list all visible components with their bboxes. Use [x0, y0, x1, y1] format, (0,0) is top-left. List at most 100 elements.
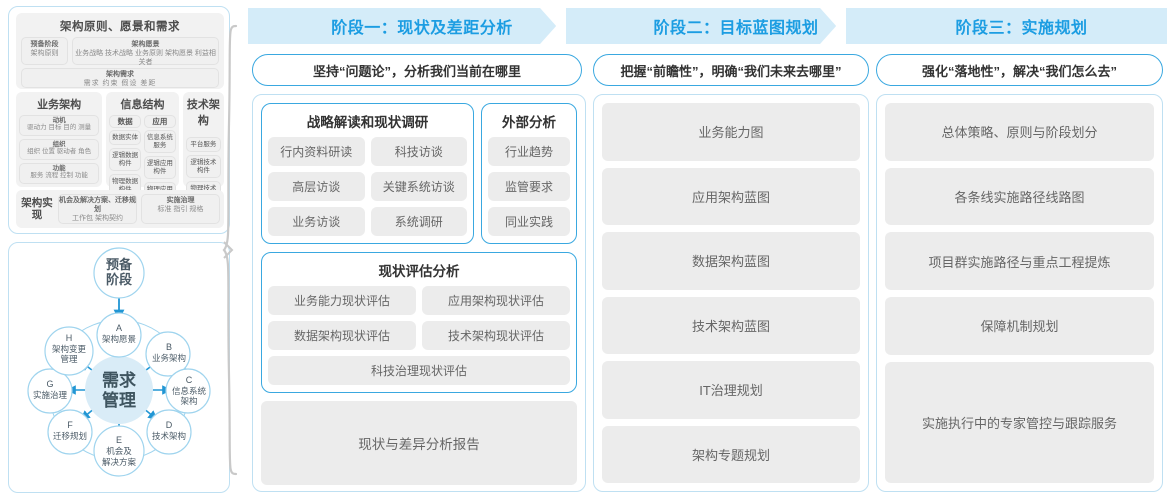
prep-phase-title: 预备阶段 [30, 41, 59, 48]
external-analysis-card: 外部分析 行业趋势 监管要求 同业实践 [481, 103, 577, 244]
pill-tech-interview[interactable]: 科技访谈 [370, 137, 467, 166]
pill-data-architecture-blueprint[interactable]: 数据架构蓝图 [602, 232, 860, 290]
architecture-principles-group: 架构原则、愿景和需求 预备阶段 架构原则 架构愿景 业务战略 技术战略 业务原则… [16, 13, 224, 89]
group-title: 架构原则、愿景和需求 [60, 21, 180, 33]
architecture-vision-title: 架构愿景 [131, 41, 160, 48]
togaf-content-framework-panel: 架构原则、愿景和需求 预备阶段 架构原则 架构愿景 业务战略 技术战略 业务原则… [8, 6, 230, 234]
architecture-requirement-sub: 需求 约束 假设 差距 [83, 79, 157, 87]
pill-regulatory-requirement[interactable]: 监管要求 [488, 172, 570, 201]
adm-node-C-key: C [186, 375, 193, 385]
pill-application-architecture-blueprint[interactable]: 应用架构蓝图 [602, 167, 860, 225]
implementation-governance-box: 实施治理 标准 指引 规格 [141, 194, 220, 224]
adm-node-A-label: 架构愿景 [102, 334, 136, 344]
adm-node-G-key: G [46, 379, 53, 389]
adm-node-F-label: 迁移规划 [53, 431, 87, 441]
technology-architecture-pillar: 技术架构 平台服务 逻辑技术构件 物理技术构件 [182, 92, 224, 204]
stage-3-column: 总体策略、原则与阶段划分 各条线实施路径线路图 项目群实施路径与重点工程提炼 保… [876, 94, 1163, 492]
pill-technology-architecture-blueprint[interactable]: 技术架构蓝图 [602, 296, 860, 354]
box-sub: 工作包 架构契约 [72, 214, 123, 222]
adm-node-A-key: A [116, 323, 122, 333]
box-title: 实施治理 [166, 197, 195, 204]
pill-business-capability-assessment[interactable]: 业务能力现状评估 [268, 286, 416, 315]
pill-line-implementation-roadmap[interactable]: 各条线实施路径线路图 [885, 167, 1154, 226]
adm-node-F-key: F [67, 420, 73, 430]
left-column: 架构原则、愿景和需求 预备阶段 架构原则 架构愿景 业务战略 技术战略 业务原则… [8, 6, 230, 493]
architecture-pillars-row: 业务架构 动机 驱动力 目标 目的 测量 组织 组织 位置 驱动者 角色 功能 … [16, 92, 224, 205]
adm-node-E-label-2: 解决方案 [102, 457, 137, 467]
adm-node-E-label-1: 机会及 [106, 446, 132, 456]
logical-technology-component-cell: 逻辑技术构件 [185, 155, 221, 178]
stage-1-subtitle-label: 坚持“问题论”，分析我们当前在哪里 [312, 63, 521, 79]
adm-prep-label-line2: 阶段 [106, 272, 132, 287]
pill-assurance-mechanism-plan[interactable]: 保障机制规划 [885, 297, 1154, 355]
stage-1-banner-label: 阶段一：现状及差距分析 [331, 20, 513, 37]
pill-technology-architecture-assessment[interactable]: 技术架构现状评估 [422, 321, 570, 350]
adm-svg: 预备 阶段 需求 管理 A 架构愿景 B 业务架构 C 信息系统 架构 D 技术… [27, 247, 211, 477]
pill-exec-interview[interactable]: 高层访谈 [268, 172, 365, 201]
architecture-vision-box: 架构愿景 业务战略 技术战略 业务原则 架构愿景 利益相关者 [72, 37, 219, 67]
stage-3-banner[interactable]: 阶段三：实施规划 [876, 8, 1167, 44]
adm-node-H-label-2: 管理 [60, 354, 78, 364]
stage-1-column: 战略解读和现状调研 行内资料研读 科技访谈 高层访谈 关键系统访谈 业务访谈 系… [252, 94, 586, 492]
organization-cell: 组织 组织 位置 驱动者 角色 [19, 139, 100, 160]
pill-architecture-topic-plan[interactable]: 架构专题规划 [602, 425, 860, 483]
architecture-requirement-box: 架构需求 需求 约束 假设 差距 [21, 68, 219, 88]
pill-peer-practice[interactable]: 同业实践 [488, 207, 570, 236]
connector-brace [222, 24, 246, 476]
box-sub: 标准 指引 规格 [157, 205, 204, 213]
stage-2-subtitle[interactable]: 把握“前瞻性”，明确“我们未来去哪里” [593, 54, 869, 86]
adm-node-G-label: 实施治理 [33, 390, 68, 400]
adm-center-line2: 管理 [102, 390, 136, 410]
pill-expert-control-tracking-service[interactable]: 实施执行中的专家管控与跟踪服务 [885, 361, 1154, 483]
motivation-cell: 动机 驱动力 目标 目的 测量 [19, 115, 100, 136]
adm-node-D-label: 技术架构 [152, 431, 186, 441]
cell-title: 功能 [52, 165, 66, 172]
stage-banner-row: 阶段一：现状及差距分析 阶段二：目标蓝图规划 阶段三：实施规划 [248, 8, 1167, 44]
adm-node-B-key: B [166, 342, 172, 352]
stage-subtitle-row: 坚持“问题论”，分析我们当前在哪里 把握“前瞻性”，明确“我们未来去哪里” 强化… [248, 54, 1167, 86]
pill-program-path-key-projects[interactable]: 项目群实施路径与重点工程提炼 [885, 232, 1154, 291]
opportunity-migration-box: 机会及解决方案、迁移规划 工作包 架构契约 [58, 194, 137, 224]
strategy-research-title: 战略解读和现状调研 [306, 115, 429, 130]
pill-overall-strategy-principles-phases[interactable]: 总体策略、原则与阶段划分 [885, 103, 1154, 161]
pill-it-governance-plan[interactable]: IT治理规划 [602, 361, 860, 419]
adm-node-B-label: 业务架构 [152, 353, 186, 363]
stages-area: 阶段一：现状及差距分析 阶段二：目标蓝图规划 阶段三：实施规划 坚持“问题论”，… [248, 0, 1167, 499]
assessment-row-2: 数据架构现状评估 技术架构现状评估 [268, 321, 570, 350]
adm-node-C-label-2: 架构 [180, 396, 197, 406]
business-architecture-pillar: 业务架构 动机 驱动力 目标 目的 测量 组织 组织 位置 驱动者 角色 功能 … [16, 92, 103, 187]
architecture-vision-sub: 业务战略 技术战略 业务原则 架构愿景 利益相关者 [75, 50, 216, 67]
subcolumn-head: 数据 [109, 115, 141, 128]
prep-phase-box: 预备阶段 架构原则 [21, 37, 68, 65]
adm-node-D-key: D [166, 420, 173, 430]
strategy-research-card: 战略解读和现状调研 行内资料研读 科技访谈 高层访谈 关键系统访谈 业务访谈 系… [261, 103, 474, 244]
pill-business-capability-map[interactable]: 业务能力图 [602, 103, 860, 161]
architecture-realization-label: 架构实现 [21, 196, 53, 221]
pill-application-architecture-assessment[interactable]: 应用架构现状评估 [422, 286, 570, 315]
stage-3-banner-label: 阶段三：实施规划 [955, 20, 1088, 37]
function-cell: 功能 服务 流程 控制 功能 [19, 163, 100, 184]
stage-1-subtitle[interactable]: 坚持“问题论”，分析我们当前在哪里 [252, 54, 582, 86]
logical-data-component-cell: 逻辑数据构件 [109, 148, 141, 171]
pill-tech-governance-assessment[interactable]: 科技治理现状评估 [268, 356, 570, 385]
stage-1-banner[interactable]: 阶段一：现状及差距分析 [248, 8, 596, 44]
pill-internal-docs[interactable]: 行内资料研读 [268, 137, 365, 166]
adm-diagram: 预备 阶段 需求 管理 A 架构愿景 B 业务架构 C 信息系统 架构 D 技术… [9, 243, 229, 492]
adm-node-H-label-1: 架构变更 [52, 344, 87, 354]
pill-gap-analysis-report[interactable]: 现状与差异分析报告 [261, 401, 577, 485]
data-entity-cell: 数据实体 [109, 130, 141, 145]
logical-application-component-cell: 逻辑应用构件 [144, 156, 176, 179]
pill-data-architecture-assessment[interactable]: 数据架构现状评估 [268, 321, 416, 350]
pill-industry-trend[interactable]: 行业趋势 [488, 137, 570, 166]
stage-3-subtitle[interactable]: 强化“落地性”，解决“我们怎么去” [876, 54, 1163, 86]
pill-business-interview[interactable]: 业务访谈 [268, 207, 365, 236]
stage-3-subtitle-label: 强化“落地性”，解决“我们怎么去” [921, 63, 1117, 79]
pill-key-system-interview[interactable]: 关键系统访谈 [370, 172, 467, 201]
architecture-realization-row: 架构实现 机会及解决方案、迁移规划 工作包 架构契约 实施治理 标准 指引 规格 [16, 190, 224, 228]
cell-title: 动机 [52, 117, 66, 124]
adm-prep-label-line1: 预备 [106, 257, 133, 272]
pill-system-survey[interactable]: 系统调研 [370, 207, 467, 236]
current-state-assessment-card: 现状评估分析 业务能力现状评估 应用架构现状评估 数据架构现状评估 技术架构现状… [261, 252, 577, 393]
adm-node-C-label-1: 信息系统 [172, 386, 207, 396]
